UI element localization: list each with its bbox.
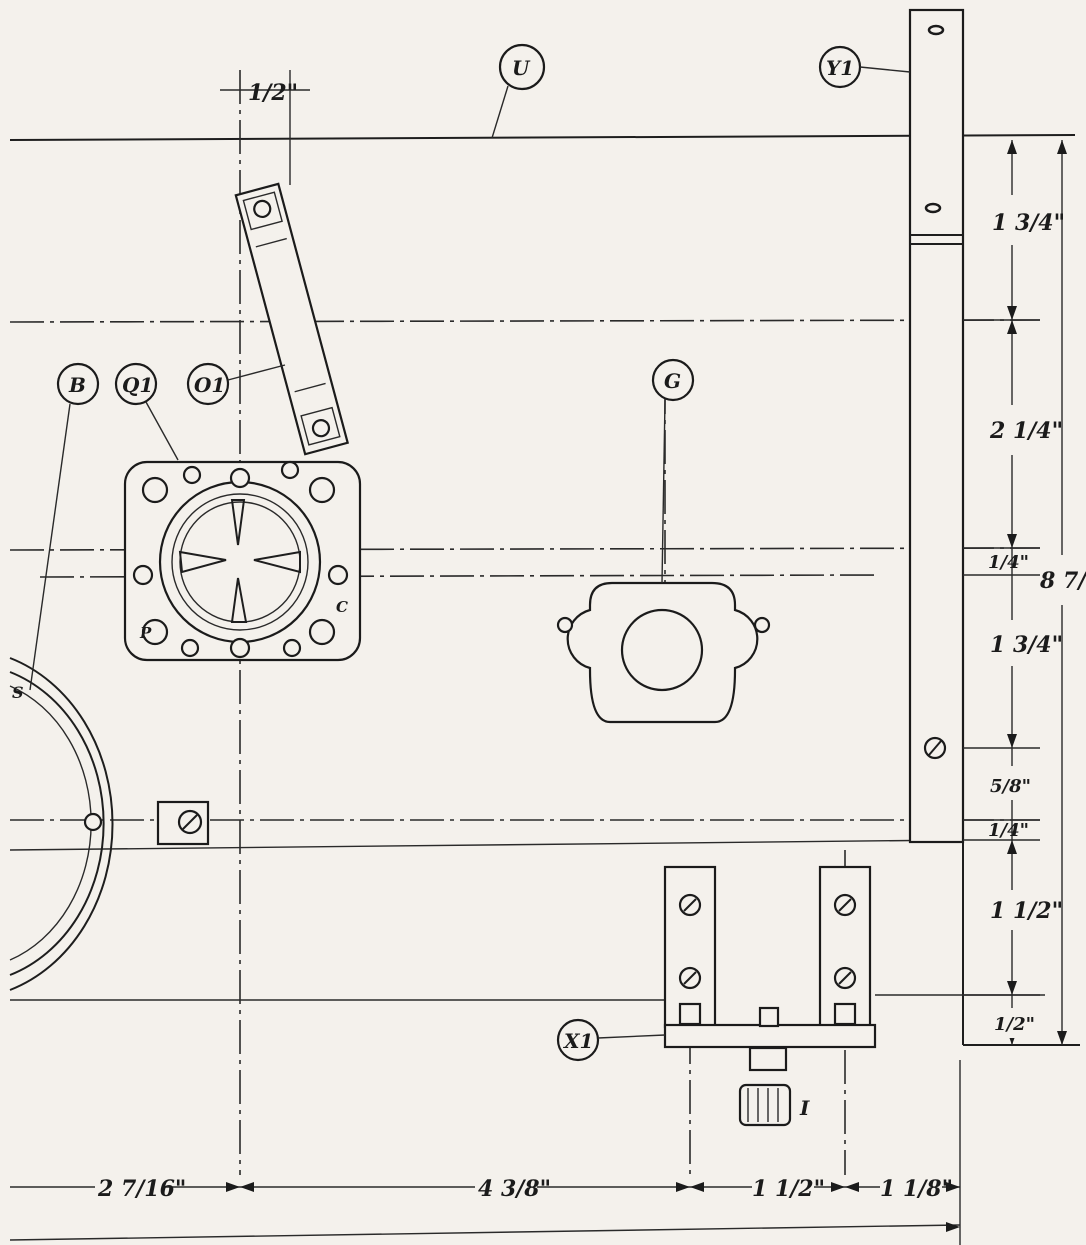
- svg-text:1 1/8": 1 1/8": [880, 1176, 953, 1202]
- svg-text:S: S: [12, 683, 24, 702]
- svg-text:I: I: [799, 1096, 810, 1120]
- link-o1: [234, 182, 350, 456]
- svg-text:8 7/8": 8 7/8": [1039, 568, 1086, 594]
- svg-text:U: U: [512, 56, 531, 80]
- callout-b: B: [29, 362, 100, 691]
- svg-text:1/2": 1/2": [994, 1014, 1035, 1035]
- svg-text:2 7/16": 2 7/16": [97, 1176, 186, 1202]
- callout-y1: Y1: [818, 45, 911, 89]
- dimension-chain-bottom: 2 7/16" 4 3/8" 1 1/2" 1 1/8": [9, 1060, 961, 1245]
- svg-text:X1: X1: [562, 1029, 593, 1053]
- bracket-x1: I: [663, 865, 877, 1127]
- dial-b: S: [9, 657, 210, 991]
- callout-q1: Q1: [114, 362, 179, 461]
- panel-outline: [9, 134, 1080, 1046]
- callout-o1: O1: [186, 362, 286, 406]
- svg-text:1/4": 1/4": [988, 552, 1029, 573]
- svg-text:1/4": 1/4": [988, 820, 1029, 841]
- svg-text:O1: O1: [194, 373, 225, 397]
- svg-text:C: C: [336, 598, 348, 616]
- plate-g: [556, 581, 771, 724]
- svg-text:1 3/4": 1 3/4": [992, 210, 1065, 236]
- callout-u: U: [491, 43, 546, 139]
- bracket-y1: [908, 8, 965, 844]
- svg-text:2 1/4": 2 1/4": [989, 418, 1063, 444]
- svg-text:1 3/4": 1 3/4": [990, 632, 1063, 658]
- svg-text:P: P: [139, 624, 152, 642]
- dimension-top: 1/2": [220, 70, 310, 185]
- callout-x1: X1: [556, 1018, 666, 1062]
- svg-text:4 3/8": 4 3/8": [478, 1176, 551, 1202]
- svg-text:1 1/2": 1 1/2": [752, 1176, 825, 1202]
- dimension-chain-right: 1 3/4" 2 1/4" 1/4" 1 3/4" 5/8" 1/4" 1 1/…: [963, 140, 1086, 1045]
- svg-text:1 1/2": 1 1/2": [990, 898, 1063, 924]
- svg-text:B: B: [68, 373, 86, 397]
- svg-text:5/8": 5/8": [990, 776, 1031, 797]
- svg-text:1/2": 1/2": [248, 80, 298, 106]
- svg-text:Y1: Y1: [826, 56, 854, 80]
- svg-text:G: G: [664, 369, 681, 393]
- callout-g: G: [651, 358, 695, 584]
- svg-text:Q1: Q1: [122, 373, 153, 397]
- flange-q1: P C: [123, 460, 362, 662]
